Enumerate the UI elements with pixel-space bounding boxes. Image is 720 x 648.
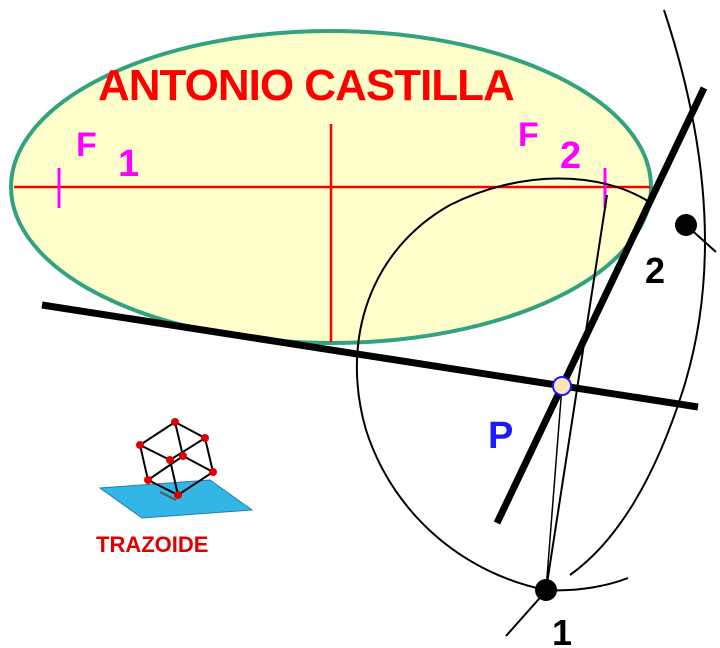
- bisector-line: [493, 86, 708, 525]
- point-2-dot: [675, 214, 697, 236]
- point-1-label: 1: [552, 612, 572, 648]
- chord-p-to-1: [545, 385, 563, 591]
- point-2-label: 2: [645, 250, 665, 291]
- focus-1-letter: F: [76, 126, 97, 164]
- trazoide-logo: TRAZOIDE: [96, 418, 254, 557]
- logo-vertex-dots: [136, 418, 217, 499]
- point-p-marker: [552, 376, 572, 396]
- focus-2-letter: F: [518, 116, 539, 154]
- author-title: ANTONIO CASTILLA: [98, 61, 514, 110]
- chord-f2-to-1: [545, 194, 608, 591]
- logo-text: TRAZOIDE: [96, 532, 208, 557]
- tangent-line: [41, 301, 699, 411]
- point-1-dot: [535, 579, 557, 601]
- focus-1-index: 1: [118, 143, 139, 185]
- focus-2-index: 2: [560, 135, 581, 177]
- point-p-label: P: [488, 415, 513, 457]
- construction-arc-large: [569, 9, 706, 576]
